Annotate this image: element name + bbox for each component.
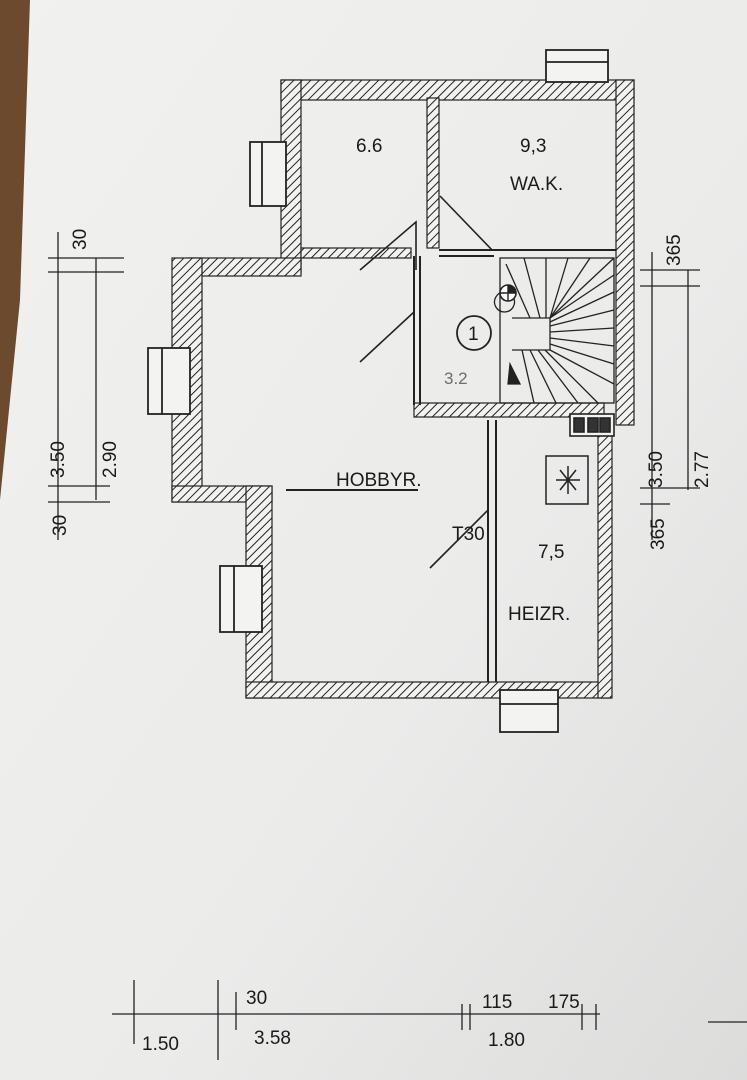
stair-marker: 1 (468, 324, 479, 345)
dim-right-365-top: 365 (664, 234, 685, 266)
stair-marker-circle (456, 315, 492, 351)
room-area-wak: 9,3 (520, 136, 546, 157)
dim-left-350: 3.50 (48, 441, 69, 478)
dim-left-30-bottom: 30 (50, 515, 71, 536)
dim-bottom-150: 1.50 (142, 1034, 179, 1055)
door-swings (359, 195, 494, 569)
room-area-stair: 3.2 (444, 369, 468, 388)
window-left-hobby (147, 347, 191, 415)
boiler-symbol (545, 455, 589, 505)
window-top (545, 49, 609, 83)
window-left-lower (219, 565, 263, 633)
dim-right-350: 3.50 (646, 451, 667, 488)
room-area-heiz: 7,5 (538, 542, 564, 563)
door-label-t30: T30 (452, 524, 485, 545)
window-left-upper (249, 141, 287, 207)
dim-bottom-180: 1.80 (488, 1030, 525, 1051)
staircase (493, 257, 615, 404)
room-area-small-room: 6.6 (356, 136, 382, 157)
room-label-heiz: HEIZR. (508, 604, 570, 625)
dimension-line-bottom (112, 980, 747, 1060)
dimension-line-right (640, 252, 700, 540)
window-bottom (499, 689, 559, 733)
dimension-line-left (48, 232, 124, 540)
room-label-wak: WA.K. (510, 174, 563, 195)
dim-bottom-358: 3.58 (254, 1028, 291, 1049)
dim-right-365-bottom: 365 (648, 518, 669, 550)
dim-left-30-top: 30 (70, 229, 91, 250)
exterior-walls (171, 79, 635, 699)
dim-bottom-115: 115 (482, 992, 512, 1013)
room-label-hobby: HOBBYR. (336, 470, 422, 491)
dim-bottom-175: 175 (548, 992, 580, 1013)
chimney (569, 413, 615, 437)
dim-left-290: 2.90 (100, 441, 121, 478)
windows (147, 49, 609, 733)
dim-right-277: 2.77 (692, 451, 713, 488)
dim-bottom-30: 30 (246, 988, 267, 1009)
